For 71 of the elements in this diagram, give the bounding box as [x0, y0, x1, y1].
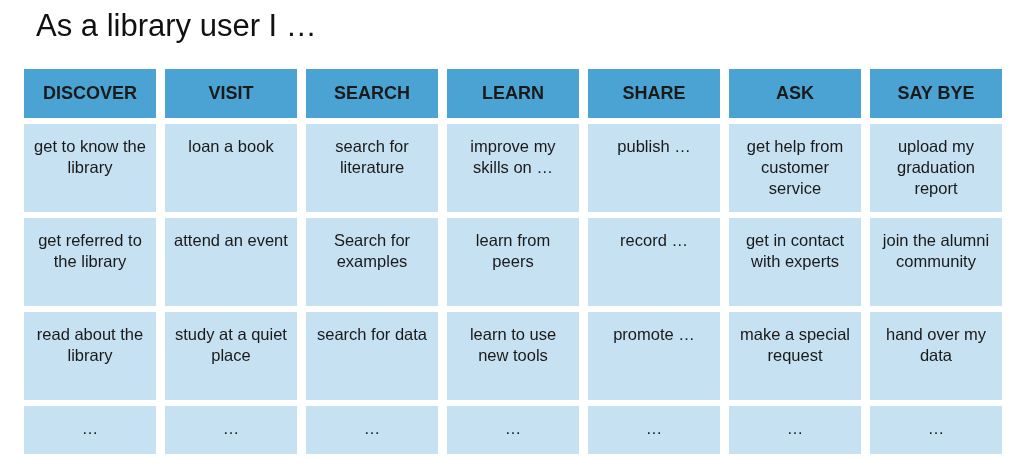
- table-cell: [24, 406, 156, 454]
- column-header: [588, 69, 720, 118]
- table-cell: [165, 124, 297, 212]
- table-cell: [447, 312, 579, 400]
- table-cell: [165, 406, 297, 454]
- table-cell: [24, 312, 156, 400]
- table-cell: [729, 406, 861, 454]
- header-text: VISIT: [208, 83, 254, 104]
- cell-text: get to know the library: [33, 136, 147, 178]
- cell-text: read about the library: [35, 324, 145, 366]
- table-cell: [447, 406, 579, 454]
- column-header: [24, 69, 156, 118]
- table-cell: [306, 124, 438, 212]
- table-cell: [588, 218, 720, 306]
- cell-text: learn to use new tools: [468, 324, 558, 366]
- cell-text: promote …: [613, 324, 695, 345]
- cell-text: upload my graduation report: [896, 136, 976, 199]
- table-cell: [870, 124, 1002, 212]
- cell-text: get help from customer service: [745, 136, 845, 199]
- cell-text: learn from peers: [474, 230, 552, 272]
- table-cell: [447, 218, 579, 306]
- cell-text: record …: [620, 230, 688, 251]
- column-header: [165, 69, 297, 118]
- cell-text: …: [504, 418, 522, 439]
- cell-text: …: [81, 418, 99, 439]
- table-cell: [870, 218, 1002, 306]
- cell-text: …: [222, 418, 240, 439]
- cell-text: loan a book: [188, 136, 274, 157]
- header-text: ASK: [776, 83, 814, 104]
- table-cell: [870, 406, 1002, 454]
- table-cell: [165, 312, 297, 400]
- cell-text: …: [645, 418, 663, 439]
- cell-text: get in contact with experts: [744, 230, 846, 272]
- cell-text: study at a quiet place: [174, 324, 288, 366]
- table-cell: [729, 312, 861, 400]
- header-text: SAY BYE: [897, 83, 975, 104]
- cell-text: join the alumni community: [881, 230, 991, 272]
- title: As a library user I …: [36, 8, 317, 44]
- column-header: [870, 69, 1002, 118]
- table-cell: [588, 312, 720, 400]
- cell-text: …: [363, 418, 381, 439]
- table-cell: [165, 218, 297, 306]
- cell-text: publish …: [617, 136, 691, 157]
- column-header: [447, 69, 579, 118]
- cell-text: Search for examples: [332, 230, 412, 272]
- table-cell: [588, 124, 720, 212]
- table-cell: [729, 218, 861, 306]
- cell-text: attend an event: [174, 230, 288, 251]
- cell-text: …: [927, 418, 945, 439]
- cell-text: make a special request: [738, 324, 852, 366]
- table-cell: [306, 406, 438, 454]
- cell-text: …: [786, 418, 804, 439]
- table-cell: [306, 312, 438, 400]
- table-cell: [24, 124, 156, 212]
- cell-text: improve my skills on …: [469, 136, 557, 178]
- table-cell: [306, 218, 438, 306]
- column-header: [306, 69, 438, 118]
- header-text: LEARN: [482, 83, 544, 104]
- header-text: SEARCH: [334, 83, 410, 104]
- table-cell: [588, 406, 720, 454]
- header-text: SHARE: [622, 83, 686, 104]
- table-cell: [447, 124, 579, 212]
- header-text: DISCOVER: [43, 83, 137, 104]
- cell-text: search for literature: [334, 136, 410, 178]
- column-header: [729, 69, 861, 118]
- table-cell: [24, 218, 156, 306]
- cell-text: hand over my data: [885, 324, 987, 366]
- cell-text: search for data: [316, 324, 428, 345]
- cell-text: get referred to the library: [37, 230, 143, 272]
- table-cell: [729, 124, 861, 212]
- table-cell: [870, 312, 1002, 400]
